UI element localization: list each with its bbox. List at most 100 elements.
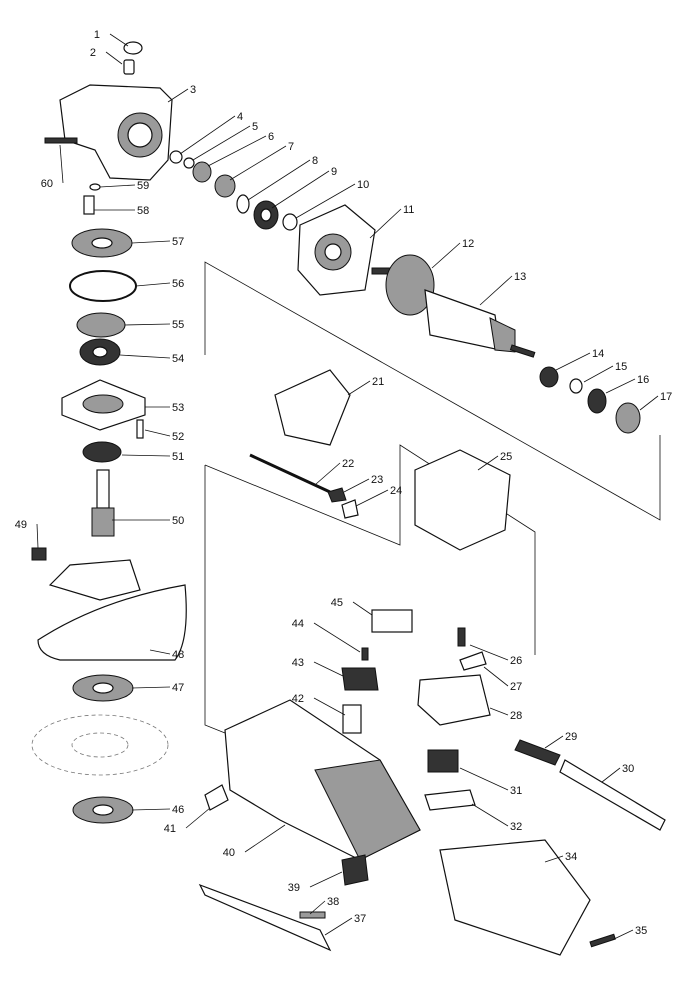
part-10-washer [282,213,298,231]
part-label-38: 38 [327,896,339,908]
part-40-rear-opening [314,759,421,861]
part-41-button [204,784,229,811]
part-12-fan [385,254,435,316]
part-49-screw [31,547,47,561]
part-50-spindle [96,469,110,509]
part-43-holder [341,667,379,691]
part-label-24: 24 [390,485,402,497]
part-35-screw [589,933,616,948]
part-28-switch-unit [417,674,491,726]
part-label-7: 7 [288,141,294,153]
part-label-14: 14 [592,348,604,360]
leader-line-41 [185,807,211,829]
leader-line-21 [347,380,371,396]
leader-line-15 [583,365,614,383]
part-label-11: 11 [403,204,414,216]
leader-line-22 [315,462,341,485]
frame-motor-group [204,261,661,521]
part-label-56: 56 [172,278,184,290]
part-label-60: 60 [41,178,53,190]
part-13-shaft [509,344,536,358]
part-label-21: 21 [372,376,384,388]
part-7-sleeve [214,174,236,198]
part-label-41: 41 [164,823,176,835]
leader-line-52 [144,429,171,437]
part-label-32: 32 [510,821,522,833]
part-label-50: 50 [172,515,184,527]
leader-line-47 [131,686,171,689]
part-label-6: 6 [268,131,274,143]
part-48-clamp [48,559,141,601]
part-label-34: 34 [565,851,577,863]
leader-line-59 [99,184,136,188]
leader-line-8 [247,159,311,201]
leader-line-30 [601,767,621,783]
leader-line-39 [309,871,343,888]
part-30-cord [559,759,666,831]
part-38-spring [299,911,326,919]
part-50-thread [91,507,115,537]
leader-line-13 [479,275,513,306]
part-15-ring [569,378,583,394]
part-label-8: 8 [312,155,318,167]
leader-line-44 [313,622,361,653]
leader-line-35 [611,929,634,941]
part-label-10: 10 [357,179,369,191]
part-23-clip [327,487,347,503]
leader-line-49 [36,523,39,549]
part-label-13: 13 [514,271,526,283]
part-47-inner [92,682,114,694]
part-label-23: 23 [371,474,383,486]
part-45-label [371,609,413,633]
leader-line-45 [352,601,373,616]
leader-line-2 [105,51,123,65]
part-54-inner [92,346,108,358]
leader-line-34 [544,855,564,863]
part-58-pin [83,195,95,215]
part-label-9: 9 [331,166,337,178]
part-label-37: 37 [354,913,366,925]
leader-line-43 [313,661,344,677]
part-label-48: 48 [172,649,184,661]
part-22-screw [249,453,331,494]
part-label-55: 55 [172,319,184,331]
leader-line-17 [639,395,659,411]
part-label-57: 57 [172,236,184,248]
leader-line-48 [149,649,171,655]
part-label-51: 51 [172,451,184,463]
leader-line-23 [343,478,370,493]
part-34-rear-cover [439,839,591,956]
part-label-12: 12 [462,238,474,250]
leader-line-24 [355,489,389,507]
part-label-28: 28 [510,710,522,722]
part-label-2: 2 [90,47,96,59]
part-label-16: 16 [637,374,649,386]
part-46-inner [92,804,114,816]
part-44-screw [361,647,369,661]
part-52-screw [136,419,144,439]
part-label-17: 17 [660,391,672,403]
part-51-gear [82,441,122,463]
leader-line-14 [555,352,591,371]
part-3-bore-inner [127,122,153,148]
part-label-54: 54 [172,353,184,365]
part-13-armature [424,289,501,351]
frame-housing-group [204,465,231,736]
part-57-nut-inner [91,237,113,249]
leader-line-40 [244,824,286,853]
part-8-ring [236,194,250,214]
leader-line-37 [324,917,353,936]
leader-line-31 [459,767,509,791]
leader-line-55 [124,323,171,326]
leader-line-56 [135,282,171,287]
part-label-25: 25 [500,451,512,463]
part-label-59: 59 [137,180,149,192]
part-42-brush [342,704,362,734]
leader-line-5 [192,125,251,161]
leader-line-60 [59,144,64,184]
part-5-ring [183,157,195,169]
part-24-insulator [341,499,359,519]
leader-line-11 [369,208,402,239]
part-label-4: 4 [237,111,243,123]
leader-line-54 [119,354,171,359]
